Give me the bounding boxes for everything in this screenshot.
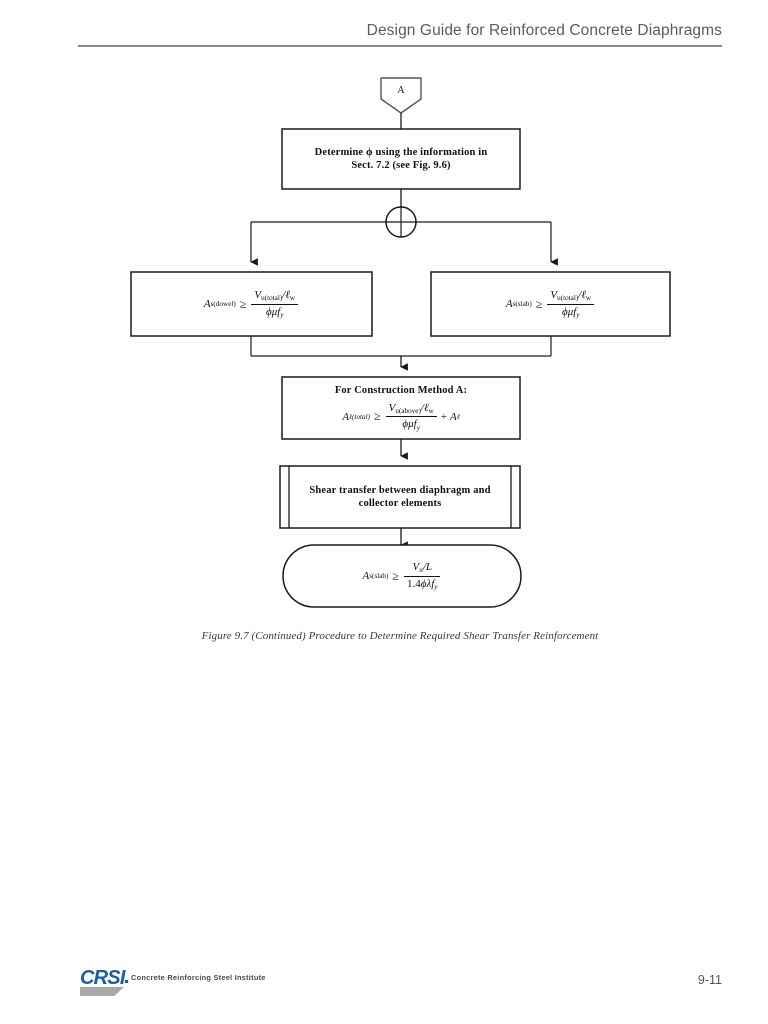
flowchart-vector-layer bbox=[130, 77, 671, 608]
crsi-full-name: Concrete Reinforcing Steel Institute bbox=[131, 973, 266, 982]
box-as-slab-top-shape bbox=[430, 271, 671, 337]
crsi-wordmark: CRSI bbox=[80, 967, 125, 989]
header-rule bbox=[78, 45, 722, 47]
box-shear-transfer-shape bbox=[279, 465, 521, 529]
box-construction-method-a-shape bbox=[281, 376, 521, 440]
page-header-title: Design Guide for Reinforced Concrete Dia… bbox=[366, 22, 722, 39]
box-determine-phi-shape bbox=[281, 128, 521, 190]
crsi-logo: CRSI Concrete Reinforcing Steel Institut… bbox=[80, 967, 380, 1001]
figure-caption: Figure 9.7 (Continued) Procedure to Dete… bbox=[201, 630, 599, 642]
box-as-dowel-shape bbox=[130, 271, 373, 337]
offpage-connector-shape bbox=[380, 77, 422, 114]
crsi-swoosh-icon bbox=[80, 987, 124, 996]
box-as-slab-bottom-shape bbox=[282, 544, 522, 608]
page-number: 9-11 bbox=[697, 973, 722, 987]
crsi-registered-dot bbox=[125, 980, 128, 983]
page-footer: CRSI Concrete Reinforcing Steel Institut… bbox=[0, 955, 768, 1015]
flowchart-figure: A Determine ϕ using the information in S… bbox=[130, 77, 671, 608]
